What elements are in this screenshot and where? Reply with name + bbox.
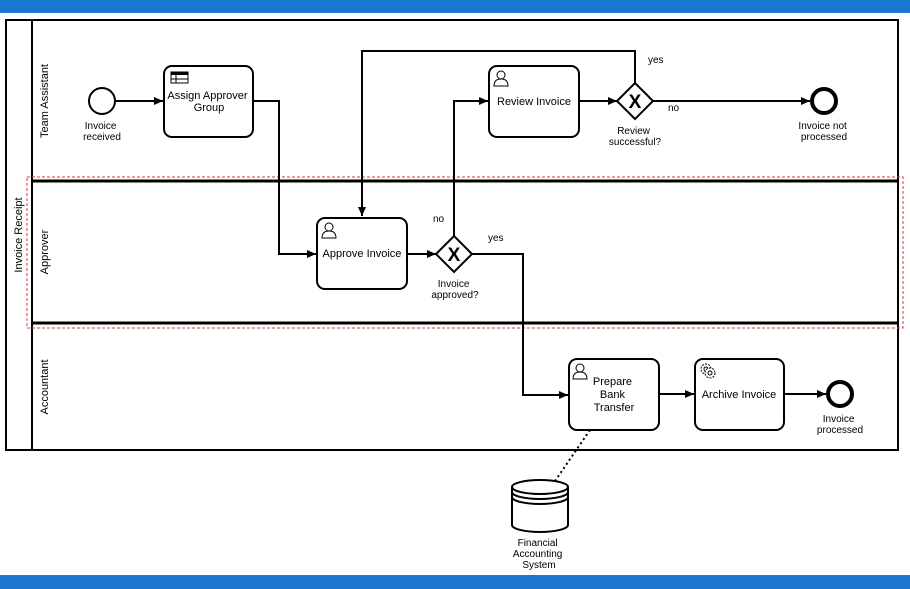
end-processed-label-line-2: processed — [817, 425, 863, 436]
end-not-processed-label-line-1: Invoice not — [798, 121, 847, 132]
task-prepare-label-line-2: Bank — [600, 389, 626, 401]
pool-label: Invoice Receipt — [13, 197, 25, 272]
end-event-invoice-processed[interactable]: Invoice processed — [817, 380, 863, 436]
svg-text:Invoice approved?: Invoice approved? — [431, 279, 479, 301]
svg-text:Assign Approver Group: Assign Approver Group — [167, 90, 250, 114]
task-assign-approver-group[interactable]: Assign Approver Group — [163, 65, 254, 138]
end-not-processed-label-line-2: processed — [801, 132, 847, 143]
database-icon — [511, 479, 569, 533]
task-archive-invoice[interactable]: Archive Invoice — [694, 358, 785, 431]
data-store-label-line-1: Financial — [518, 538, 558, 549]
data-store-financial-accounting-system[interactable]: Financial Accounting System — [511, 479, 569, 571]
top-accent-bar — [0, 0, 910, 13]
svg-text:Financial Accounting: Financial Accounting System — [513, 538, 565, 571]
data-store-label-line-3: System — [522, 560, 555, 571]
task-prepare-label-line-1: Prepare — [593, 376, 632, 388]
gateway-approved-marker: X — [448, 245, 461, 266]
task-review-invoice[interactable]: Review Invoice — [488, 65, 580, 138]
task-prepare-bank-transfer[interactable]: Prepare Bank Transfer — [568, 358, 660, 431]
task-prepare-label-line-3: Transfer — [594, 402, 635, 414]
user-icon — [572, 363, 588, 380]
gateway-review-marker: X — [629, 92, 642, 113]
end-processed-label-line-1: Invoice — [823, 414, 855, 425]
task-assign-label-line-1: Assign Approver — [167, 90, 247, 102]
flow-label-approved-yes: yes — [488, 233, 504, 244]
gears-icon — [700, 363, 716, 379]
task-approve-invoice[interactable]: Approve Invoice — [316, 217, 408, 290]
lane-selection-outline — [26, 176, 904, 329]
data-store-label-line-2: Accounting — [513, 549, 562, 560]
lane-approver[interactable]: Approver — [39, 229, 51, 274]
gateway-invoice-approved[interactable]: X Invoice approved? — [431, 234, 479, 301]
start-event-label-line-2: received — [83, 132, 121, 143]
lane-label-approver: Approver — [39, 229, 51, 274]
gateway-review-successful[interactable]: X Review successful? — [609, 81, 662, 148]
user-icon — [321, 222, 337, 239]
flow-label-review-yes: yes — [648, 55, 664, 66]
gateway-review-label-line-1: Review — [617, 126, 651, 137]
user-icon — [493, 70, 509, 87]
gateway-approved-label-line-1: Invoice — [438, 279, 470, 290]
lane-team-assistant[interactable]: Team Assistant — [39, 64, 51, 138]
svg-text:Invoice processed: Invoice processed — [817, 414, 863, 436]
task-review-label: Review Invoice — [497, 96, 571, 108]
svg-text:Invoice not processed: Invoice not processed — [798, 121, 849, 143]
start-event-invoice-received[interactable]: Invoice received — [83, 87, 121, 143]
end-event-invoice-not-processed[interactable]: Invoice not processed — [798, 87, 849, 143]
flow-label-approved-no: no — [433, 214, 445, 225]
task-assign-label-line-2: Group — [194, 102, 225, 114]
lane-label-team-assistant: Team Assistant — [39, 64, 51, 138]
svg-text:Invoice received: Invoice received — [83, 121, 121, 143]
gateway-approved-label-line-2: approved? — [431, 290, 479, 301]
business-rule-table-icon — [170, 71, 189, 84]
lane-label-accountant: Accountant — [39, 359, 51, 414]
data-association — [554, 429, 591, 482]
lane-accountant[interactable]: Accountant — [39, 359, 51, 414]
svg-text:Prepare Bank Trans: Prepare Bank Transfer — [593, 376, 635, 414]
gateway-review-label-line-2: successful? — [609, 137, 662, 148]
task-archive-label: Archive Invoice — [702, 389, 777, 401]
flow-label-review-no: no — [668, 103, 680, 114]
start-event-label-line-1: Invoice — [85, 121, 117, 132]
svg-text:Review successful?: Review successful? — [609, 126, 662, 148]
bottom-accent-bar — [0, 575, 910, 589]
sequence-flows — [116, 50, 826, 399]
task-approve-label: Approve Invoice — [323, 248, 402, 260]
